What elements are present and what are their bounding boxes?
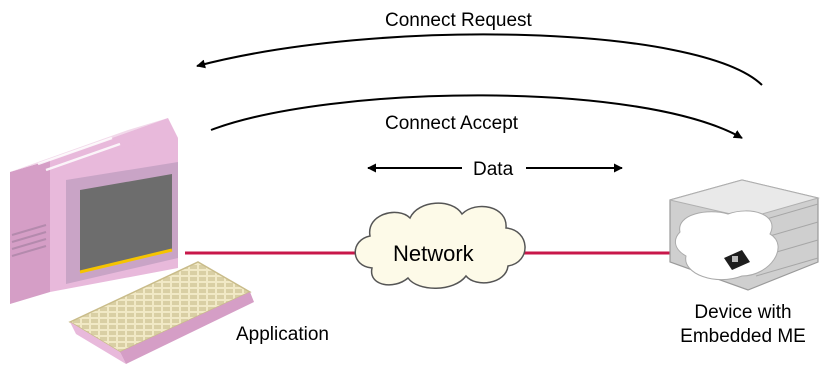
- device-label-line2: Embedded ME: [680, 326, 806, 347]
- embedded-device-icon: [669, 179, 820, 291]
- network-label: Network: [393, 241, 474, 266]
- connect-request-arrow: [196, 33, 763, 86]
- application-label: Application: [236, 324, 329, 345]
- connect-accept-label: Connect Accept: [385, 113, 519, 134]
- connect-accept-arrow: [210, 94, 743, 139]
- device-label: Device with Embedded ME: [668, 301, 818, 349]
- cloud-icon: [354, 202, 526, 289]
- desktop-computer-icon: [10, 118, 254, 364]
- device-label-line1: Device with: [694, 302, 792, 323]
- connect-request-label: Connect Request: [385, 10, 532, 31]
- data-label: Data: [473, 159, 514, 180]
